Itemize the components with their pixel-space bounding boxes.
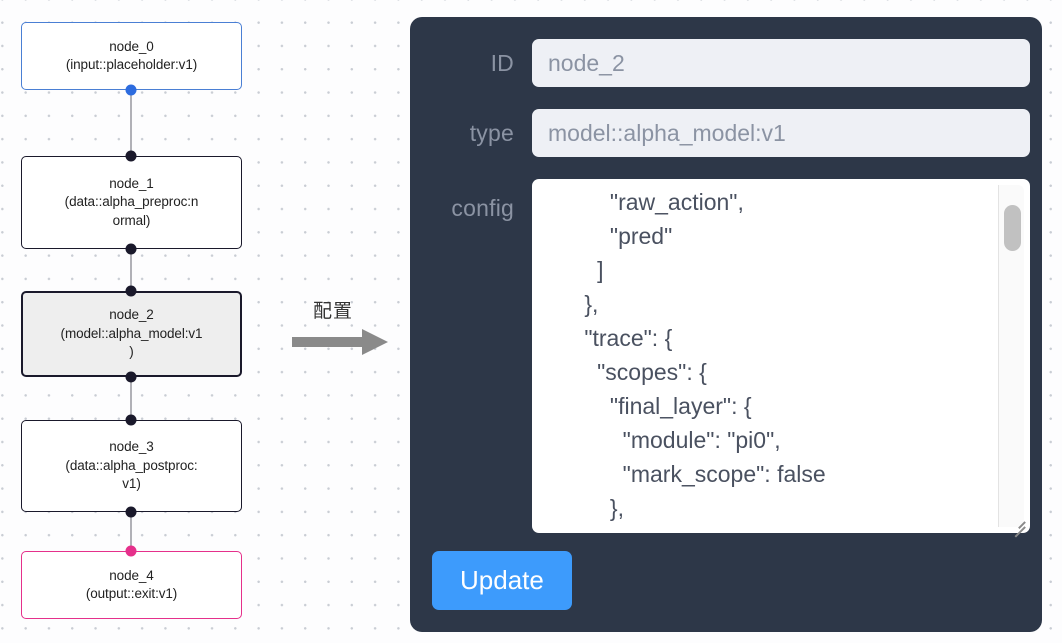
config-textarea-wrap: "raw_action", "pred" ] }, "trace": { "sc… bbox=[532, 179, 1030, 537]
arrow-label: 配置 bbox=[312, 300, 353, 322]
edge-node3-node4 bbox=[130, 512, 132, 551]
node-handle-source-node_0[interactable] bbox=[125, 84, 137, 96]
config-scrollbar-thumb[interactable] bbox=[1004, 205, 1021, 251]
update-button[interactable]: Update bbox=[432, 551, 572, 610]
graph-node-node_3[interactable]: node_3 (data::alpha_postproc: v1) bbox=[21, 420, 242, 512]
node-handle-target-node_3[interactable] bbox=[125, 414, 137, 426]
flow-canvas[interactable]: node_0 (input::placeholder:v1) node_1 (d… bbox=[0, 0, 400, 643]
id-input[interactable] bbox=[532, 39, 1030, 87]
type-field-label: type bbox=[469, 119, 514, 146]
type-input[interactable] bbox=[532, 109, 1030, 157]
node-properties-panel: ID type config "raw_action", "pred" ] },… bbox=[410, 17, 1042, 632]
type-field-row: type bbox=[410, 109, 1042, 157]
edge-node0-node1 bbox=[130, 90, 132, 156]
node-handle-target-node_2[interactable] bbox=[125, 285, 137, 297]
node-handle-target-node_1[interactable] bbox=[125, 150, 137, 162]
node-handle-source-node_1[interactable] bbox=[125, 243, 137, 255]
edge-node1-node2 bbox=[130, 249, 132, 291]
arrow-head bbox=[362, 329, 388, 355]
graph-node-node_4[interactable]: node_4 (output::exit:v1) bbox=[21, 551, 242, 619]
panel-actions: Update bbox=[410, 551, 1042, 610]
config-textarea[interactable]: "raw_action", "pred" ] }, "trace": { "sc… bbox=[532, 179, 1030, 533]
arrow-shaft bbox=[292, 337, 364, 347]
id-field-row: ID bbox=[410, 39, 1042, 87]
annotation-arrow-group: 配置 bbox=[292, 296, 392, 355]
graph-node-label: node_2 (model::alpha_model:v1 ) bbox=[60, 307, 203, 360]
graph-node-node_1[interactable]: node_1 (data::alpha_preproc:n ormal) bbox=[21, 156, 242, 249]
config-field-label: config bbox=[451, 195, 514, 221]
graph-node-label: node_1 (data::alpha_preproc:n ormal) bbox=[64, 175, 199, 228]
graph-node-label: node_3 (data::alpha_postproc: v1) bbox=[65, 439, 198, 492]
edge-node2-node3 bbox=[130, 377, 132, 420]
resize-handle-icon[interactable] bbox=[1009, 513, 1027, 537]
graph-node-node_2[interactable]: node_2 (model::alpha_model:v1 ) bbox=[21, 291, 242, 377]
graph-node-label: node_4 (output::exit:v1) bbox=[85, 567, 178, 602]
id-field-label: ID bbox=[490, 49, 514, 76]
node-handle-source-node_3[interactable] bbox=[125, 506, 137, 518]
arrow-right-icon bbox=[292, 329, 390, 355]
config-field-row: config "raw_action", "pred" ] }, "trace"… bbox=[410, 179, 1042, 537]
config-scrollbar-track[interactable] bbox=[998, 185, 1024, 527]
node-handle-target-node_4[interactable] bbox=[125, 545, 137, 557]
graph-node-label: node_0 (input::placeholder:v1) bbox=[65, 38, 198, 73]
node-handle-source-node_2[interactable] bbox=[125, 371, 137, 383]
graph-node-node_0[interactable]: node_0 (input::placeholder:v1) bbox=[21, 22, 242, 90]
